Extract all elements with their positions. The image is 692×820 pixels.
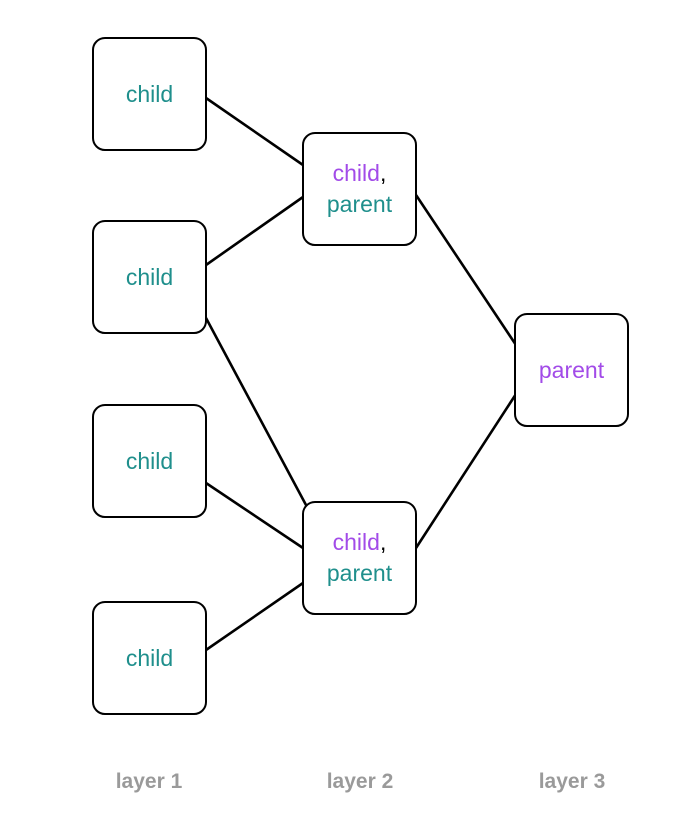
node-label-child: child (332, 160, 380, 186)
node-label-child: child (125, 447, 174, 474)
edge-l1n3-l2n2 (204, 481, 305, 550)
node-label-parent: parent (538, 356, 605, 383)
node-label-child: child (125, 80, 174, 107)
node-label-line1: child, (333, 158, 387, 189)
node-label-line1: child, (333, 527, 387, 558)
layer3-node-1: parent (514, 313, 629, 427)
edge-l1n1-l2n1 (204, 96, 305, 167)
layer1-node-1: child (92, 37, 207, 151)
layer-2-label: layer 2 (326, 770, 394, 793)
node-label-parent: parent (326, 560, 393, 586)
edge-l2n2-l3n1 (414, 392, 518, 550)
node-label-child: child (125, 644, 174, 671)
edge-l1n2-l2n2 (204, 316, 308, 507)
layer1-node-4: child (92, 601, 207, 715)
layer-1-label: layer 1 (115, 770, 183, 793)
edge-l1n2-l2n1 (204, 195, 305, 267)
layer2-node-2: child, parent (302, 501, 417, 615)
layer1-node-2: child (92, 220, 207, 334)
edge-l2n1-l3n1 (414, 193, 518, 347)
layer2-node-1: child, parent (302, 132, 417, 246)
layer1-node-3: child (92, 404, 207, 518)
node-label-parent: parent (326, 191, 393, 217)
node-label-comma: , (379, 529, 387, 555)
edge-l1n4-l2n2 (204, 581, 305, 652)
node-label-child: child (332, 529, 380, 555)
node-label-child: child (125, 263, 174, 290)
node-label-comma: , (379, 160, 387, 186)
layer-3-label: layer 3 (538, 770, 606, 793)
